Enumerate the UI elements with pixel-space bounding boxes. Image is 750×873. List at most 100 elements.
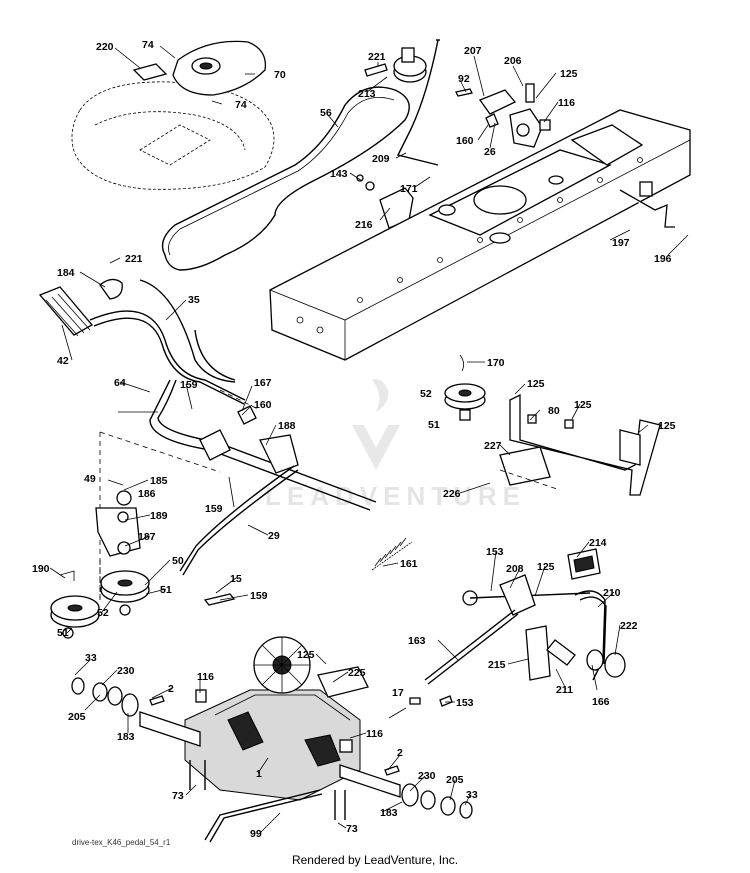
callout-209: 209	[372, 153, 390, 165]
callout-221: 221	[368, 51, 386, 63]
callout-216: 216	[355, 219, 373, 231]
callout-160a: 160	[456, 135, 474, 147]
callout-73a: 73	[172, 790, 184, 802]
callout-207: 207	[464, 45, 482, 57]
callout-73b: 73	[346, 823, 358, 835]
pedal-bracket-80	[499, 393, 661, 496]
callout-125c: 125	[574, 399, 592, 411]
callout-213: 213	[358, 88, 376, 100]
callout-92: 92	[458, 73, 470, 85]
transaxle	[139, 636, 401, 820]
callout-116c: 116	[366, 728, 383, 740]
callout-80: 80	[548, 405, 560, 417]
callout-153b: 153	[456, 697, 474, 709]
callout-159a: 159	[180, 379, 198, 391]
callout-153a: 153	[486, 546, 504, 558]
callout-230a: 230	[117, 665, 135, 677]
callout-225: 225	[348, 667, 366, 679]
callout-64: 64	[114, 377, 126, 389]
callout-35: 35	[188, 294, 200, 306]
callout-220: 220	[96, 41, 114, 53]
callout-51a: 51	[428, 419, 440, 431]
callout-166: 166	[592, 696, 610, 708]
callout-185: 185	[150, 475, 168, 487]
callout-125d: 125	[658, 420, 676, 432]
callout-42: 42	[57, 355, 69, 367]
callout-196: 196	[654, 253, 672, 265]
callout-160b: 160	[254, 399, 272, 411]
callout-159c: 159	[250, 590, 268, 602]
callout-116b: 116	[197, 671, 214, 683]
idler-bracket-assembly	[455, 83, 551, 148]
callout-183b: 183	[380, 807, 398, 819]
callout-125a: 125	[560, 68, 578, 80]
brake-rod-29	[179, 465, 413, 606]
callout-labels: 220 74 70 74 221 213 56 207 92 206 125 1…	[32, 39, 676, 840]
callout-167: 167	[254, 377, 272, 389]
callout-187: 187	[138, 531, 156, 543]
callout-125b: 125	[527, 378, 545, 390]
shift-lever-assembly	[38, 278, 377, 602]
callout-206: 206	[504, 55, 522, 67]
callout-17: 17	[392, 687, 404, 699]
callout-221b: 221	[125, 253, 143, 265]
callout-161: 161	[400, 558, 418, 570]
callout-189: 189	[150, 510, 168, 522]
callout-205b: 205	[446, 774, 464, 786]
bypass-rod-99	[204, 789, 323, 843]
callout-183a: 183	[117, 731, 135, 743]
callout-51c: 51	[57, 627, 69, 639]
callout-2b: 2	[397, 747, 403, 759]
callout-50: 50	[172, 555, 184, 567]
callout-210: 210	[603, 587, 621, 599]
callout-230b: 230	[418, 770, 436, 782]
callout-197: 197	[612, 237, 630, 249]
clutch-rod	[396, 39, 440, 166]
callout-51b: 51	[160, 584, 172, 596]
callout-186: 186	[138, 488, 156, 500]
callout-125f: 125	[297, 649, 315, 661]
callout-26: 26	[484, 146, 496, 158]
callout-190: 190	[32, 563, 50, 575]
leader-lines	[49, 45, 689, 834]
callout-163: 163	[408, 635, 426, 647]
callout-227: 227	[484, 440, 502, 452]
bracket-216	[356, 174, 414, 229]
callout-170: 170	[487, 357, 505, 369]
idler-pulley-top	[364, 47, 427, 83]
callout-205a: 205	[68, 711, 86, 723]
callout-33a: 33	[85, 652, 97, 664]
drive-belt	[161, 86, 410, 271]
callout-211: 211	[556, 684, 573, 696]
tractor-frame	[269, 109, 691, 361]
drawing-id: drive-tex_K46_pedal_54_r1	[72, 838, 171, 847]
callout-15: 15	[230, 573, 242, 585]
callout-1: 1	[256, 768, 262, 780]
rendered-by-caption: Rendered by LeadVenture, Inc.	[291, 853, 459, 867]
left-pulley-bracket	[50, 490, 150, 639]
callout-2a: 2	[168, 683, 174, 695]
callout-208: 208	[506, 563, 524, 575]
callout-184: 184	[57, 267, 75, 279]
callout-188: 188	[278, 420, 296, 432]
callout-29: 29	[268, 530, 280, 542]
seat-and-fender	[71, 40, 275, 190]
callout-143: 143	[330, 168, 348, 180]
callout-56: 56	[320, 107, 332, 119]
callout-74b: 74	[235, 99, 247, 111]
callout-116a: 116	[558, 97, 575, 109]
callout-99: 99	[250, 828, 262, 840]
engine-pulley	[444, 354, 486, 421]
callout-70: 70	[274, 69, 286, 81]
callout-125e: 125	[537, 561, 555, 573]
callout-33b: 33	[466, 789, 478, 801]
callout-52a: 52	[420, 388, 432, 400]
callout-214: 214	[589, 537, 607, 549]
axle-washers	[71, 677, 473, 819]
callout-222: 222	[620, 620, 638, 632]
callout-226: 226	[443, 488, 461, 500]
callout-159b: 159	[205, 503, 223, 515]
callout-74: 74	[142, 39, 154, 51]
callout-49: 49	[84, 473, 96, 485]
callout-171: 171	[400, 183, 418, 195]
